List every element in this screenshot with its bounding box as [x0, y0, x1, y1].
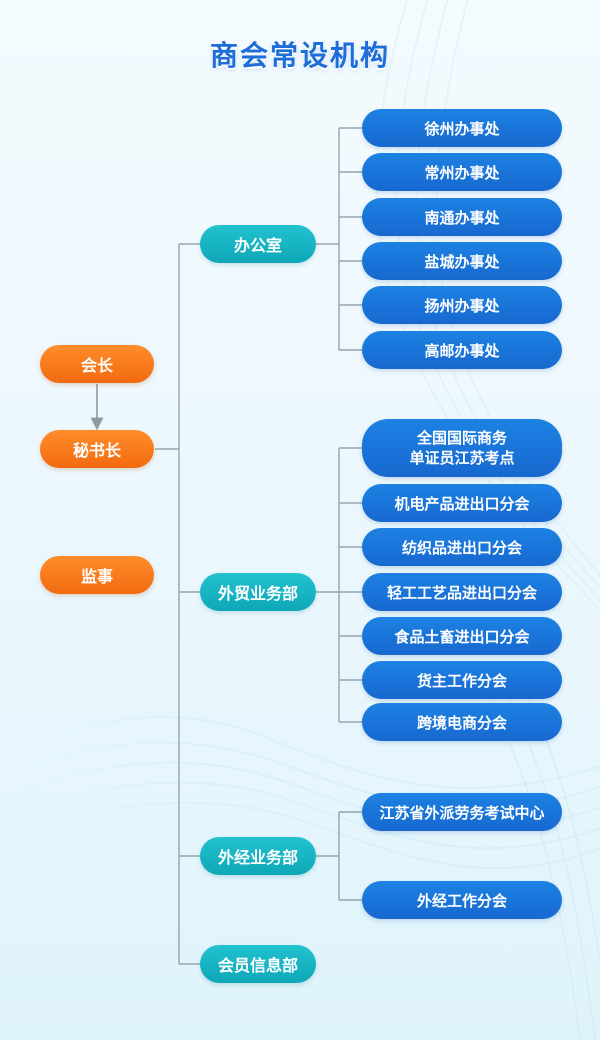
labor-exam-center-label: 江苏省外派劳务考试中心 [379, 803, 545, 822]
page-title: 商会常设机构 [209, 39, 390, 72]
cross-border-ecommerce-branch-node: 跨境电商分会 [362, 703, 562, 741]
xuzhou-office-label: 徐州办事处 [424, 119, 500, 138]
office-department-node: 办公室 [200, 225, 316, 263]
yancheng-office-label: 盐城办事处 [424, 252, 500, 271]
nantong-office-node: 南通办事处 [362, 198, 562, 236]
foreign-trade-department-node: 外贸业务部 [200, 573, 316, 611]
labor-exam-center-node: 江苏省外派劳务考试中心 [362, 793, 562, 831]
foreign-trade-department-label: 外贸业务部 [217, 584, 298, 603]
xuzhou-office-node: 徐州办事处 [362, 109, 562, 147]
gaoyou-office-label: 高邮办事处 [424, 341, 500, 360]
business-document-exam-site-line-1: 全国国际商务 [416, 429, 507, 447]
business-document-exam-site-node: 全国国际商务 单证员江苏考点 [362, 419, 562, 477]
cargo-owner-branch-label: 货主工作分会 [416, 671, 507, 690]
foreign-economic-branch-node: 外经工作分会 [362, 881, 562, 919]
light-industry-branch-node: 轻工工艺品进出口分会 [362, 573, 562, 611]
light-industry-branch-label: 轻工工艺品进出口分会 [386, 583, 537, 602]
foreign-economic-department-node: 外经业务部 [200, 837, 316, 875]
textile-branch-node: 纺织品进出口分会 [362, 528, 562, 566]
textile-branch-label: 纺织品进出口分会 [401, 538, 522, 557]
member-info-department-node: 会员信息部 [200, 945, 316, 983]
foreign-economic-department-label: 外经业务部 [217, 848, 298, 867]
office-department-label: 办公室 [233, 236, 282, 255]
president-node: 会长 [40, 345, 154, 383]
electromechanical-branch-node: 机电产品进出口分会 [362, 484, 562, 522]
secretary-general-node-label: 秘书长 [72, 441, 121, 460]
supervisor-node: 监事 [40, 556, 154, 594]
president-node-label: 会长 [80, 356, 113, 375]
yangzhou-office-label: 扬州办事处 [424, 296, 500, 315]
food-native-produce-branch-node: 食品土畜进出口分会 [362, 617, 562, 655]
secretary-general-node: 秘书长 [40, 430, 154, 468]
gaoyou-office-node: 高邮办事处 [362, 331, 562, 369]
yangzhou-office-node: 扬州办事处 [362, 286, 562, 324]
food-native-produce-branch-label: 食品土畜进出口分会 [394, 627, 530, 646]
member-info-department-label: 会员信息部 [217, 956, 298, 975]
supervisor-node-label: 监事 [80, 567, 113, 586]
electromechanical-branch-label: 机电产品进出口分会 [394, 494, 530, 513]
changzhou-office-label: 常州办事处 [424, 163, 500, 182]
cargo-owner-branch-node: 货主工作分会 [362, 661, 562, 699]
business-document-exam-site-line-2: 单证员江苏考点 [409, 449, 515, 467]
cross-border-ecommerce-branch-label: 跨境电商分会 [416, 713, 507, 732]
yancheng-office-node: 盐城办事处 [362, 242, 562, 280]
foreign-economic-branch-label: 外经工作分会 [416, 891, 507, 910]
changzhou-office-node: 常州办事处 [362, 153, 562, 191]
nantong-office-label: 南通办事处 [424, 208, 500, 227]
